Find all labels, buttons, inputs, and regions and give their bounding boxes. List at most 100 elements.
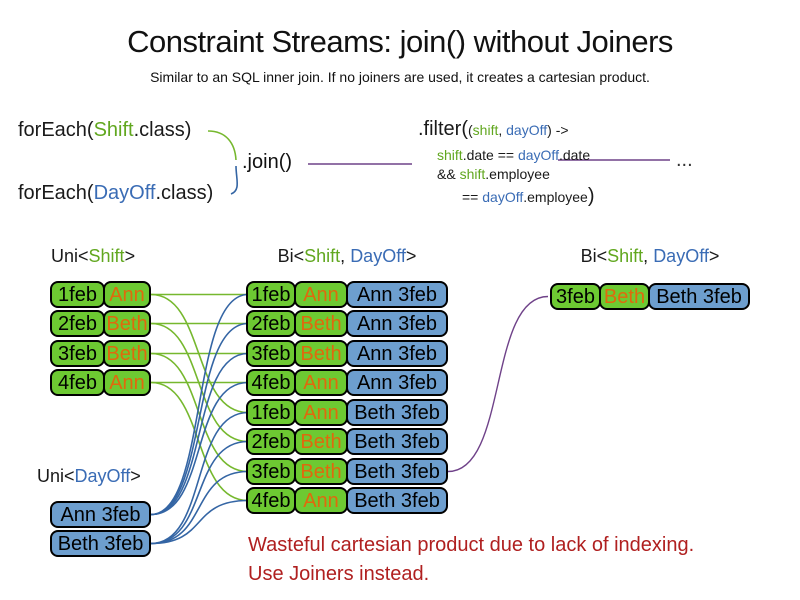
dayoff-to-bi-wire: [150, 499, 249, 545]
text-segment: Shift: [93, 119, 134, 141]
pair-cell: Ann 3feb: [346, 369, 448, 396]
dayoff-to-bi-wire: [150, 322, 249, 516]
text-segment: ==: [462, 189, 483, 205]
code-filter-line2: shift.date == dayOff.date: [437, 147, 590, 163]
pair-cell: Ann 3feb: [346, 340, 448, 367]
name-cell: Beth: [103, 310, 151, 337]
date-cell: 2feb: [50, 310, 105, 337]
name-cell: Beth: [294, 340, 348, 367]
page-title: Constraint Streams: join() without Joine…: [127, 24, 673, 59]
text-segment: >: [130, 466, 141, 486]
shift-to-bi-wire: [150, 293, 249, 414]
pair-cell: Beth 3feb: [346, 458, 448, 485]
pair-cell: Ann 3feb: [346, 281, 448, 308]
name-cell: Ann: [294, 399, 348, 426]
pair-cell: Beth 3feb: [346, 428, 448, 455]
text-segment: forEach(: [18, 182, 94, 204]
code-foreach-shift: forEach(Shift.class): [18, 119, 191, 142]
text-segment: .class): [155, 182, 214, 204]
text-segment: DayOff: [74, 466, 131, 486]
text-segment: .class): [133, 119, 192, 141]
code-filter-line3: && shift.employee: [437, 166, 550, 182]
date-cell: 3feb: [550, 283, 601, 310]
text-segment: Bi<: [580, 246, 608, 266]
date-cell: 1feb: [246, 399, 296, 426]
shift-to-bi-wire: [150, 352, 249, 473]
name-cell: Ann: [294, 369, 348, 396]
name-cell: Beth: [294, 428, 348, 455]
text-segment: forEach(: [18, 119, 94, 141]
text-segment: shift: [472, 122, 499, 138]
dayoff-to-bi-wire: [150, 381, 249, 516]
text-segment: ,: [340, 246, 351, 266]
name-cell: Beth: [294, 310, 348, 337]
date-cell: 2feb: [246, 310, 296, 337]
text-segment: dayOff: [482, 189, 524, 205]
date-cell: 4feb: [246, 487, 296, 514]
text-segment: Uni<: [37, 466, 75, 486]
warning-line2: Use Joiners instead.: [248, 563, 430, 585]
code-ellipsis: ...: [676, 149, 693, 171]
code-filter-line4: == dayOff.employee): [462, 185, 595, 208]
uni-dayoff-header: Uni<DayOff>: [37, 466, 141, 487]
dayoff-to-bi-wire: [150, 411, 249, 545]
dayoff-to-bi-wire: [150, 470, 249, 545]
code-foreach-dayoff: forEach(DayOff.class): [18, 182, 213, 205]
page-subtitle: Similar to an SQL inner join. If no join…: [150, 69, 650, 85]
name-cell: Beth: [294, 458, 348, 485]
text-segment: DayOff: [350, 246, 406, 266]
name-cell: Ann: [294, 281, 348, 308]
text-segment: Shift: [304, 246, 341, 266]
text-segment: ,: [643, 246, 654, 266]
text-segment: Bi<: [277, 246, 305, 266]
text-segment: shift: [459, 166, 486, 182]
text-segment: shift: [437, 147, 463, 163]
text-segment: dayOff: [506, 122, 548, 138]
text-segment: .employee: [523, 189, 588, 205]
code-filter-line1: .filter((shift, dayOff) ->: [418, 118, 569, 141]
dayoff-to-bi-wire: [150, 293, 249, 516]
name-cell: Beth: [103, 340, 151, 367]
code-join: .join(): [242, 151, 293, 173]
text-segment: .employee: [485, 166, 550, 182]
text-segment: dayOff: [517, 147, 559, 163]
shift-to-bi-wire: [150, 381, 249, 502]
pair-cell: Ann 3feb: [50, 501, 151, 528]
text-segment: (: [468, 122, 473, 138]
result-header: Bi<Shift, DayOff>: [550, 246, 750, 267]
name-cell: Ann: [103, 281, 151, 308]
text-segment: Uni<: [51, 246, 89, 266]
bi-to-result-wire: [447, 295, 549, 473]
date-cell: 3feb: [50, 340, 105, 367]
date-cell: 2feb: [246, 428, 296, 455]
text-segment: DayOff: [93, 182, 156, 204]
date-cell: 3feb: [246, 458, 296, 485]
text-segment: .filter(: [418, 118, 468, 140]
shift-to-bi-wire: [150, 322, 249, 443]
pair-cell: Ann 3feb: [346, 310, 448, 337]
join-brace-shift: [207, 130, 237, 161]
dayoff-to-bi-wire: [150, 352, 249, 516]
uni-shift-header: Uni<Shift>: [51, 246, 135, 267]
name-cell: Ann: [103, 369, 151, 396]
text-segment: Shift: [607, 246, 644, 266]
bi-header: Bi<Shift, DayOff>: [246, 246, 448, 267]
date-cell: 4feb: [246, 369, 296, 396]
name-cell: Ann: [294, 487, 348, 514]
dayoff-to-bi-wire: [150, 440, 249, 545]
pair-cell: Beth 3feb: [346, 399, 448, 426]
pair-cell: Beth 3feb: [50, 530, 151, 557]
